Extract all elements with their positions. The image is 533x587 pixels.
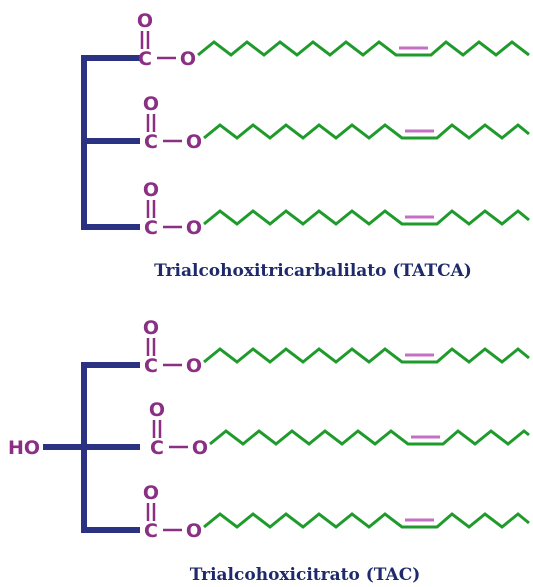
carbonyl-oxygen-label: O [149,399,165,421]
carbon-label: C [144,355,158,377]
alkyl-chain [203,347,530,364]
ester-group: O C O [137,10,530,70]
carbon-label: C [138,48,152,70]
carbon-label: C [144,217,158,239]
carbonyl-oxygen-label: O [143,93,159,115]
ester-oxygen-label: O [186,520,202,542]
carbon-label: C [144,520,158,542]
tatca-caption: Trialcohoxitricarbalilato (TATCA) [154,261,472,281]
molecule-tac: HO O C O O C O O C [8,317,530,585]
hydroxyl-label: HO [8,437,40,459]
carbon-label: C [150,437,164,459]
ester-oxygen-label: O [186,217,202,239]
molecule-tatca: O C O O C O O C O [81,10,530,281]
ester-group: O C O [143,482,530,542]
tac-backbone [43,362,140,533]
carbonyl-oxygen-label: O [143,317,159,339]
ester-group: O C O [143,179,530,239]
carbonyl-oxygen-label: O [137,10,153,32]
carbonyl-oxygen-label: O [143,482,159,504]
alkyl-chain [209,429,530,446]
ester-oxygen-label: O [192,437,208,459]
tatca-backbone [81,55,140,230]
ester-oxygen-label: O [186,355,202,377]
carbonyl-oxygen-label: O [143,179,159,201]
ester-oxygen-label: O [186,131,202,153]
alkyl-chain [203,209,530,226]
tac-caption: Trialcohoxicitrato (TAC) [190,565,421,585]
carbon-label: C [144,131,158,153]
ester-oxygen-label: O [180,48,196,70]
ester-group: O C O [149,399,530,459]
alkyl-chain [197,40,530,57]
alkyl-chain [203,123,530,140]
ester-group: O C O [143,317,530,377]
alkyl-chain [203,512,530,529]
ester-group: O C O [143,93,530,153]
